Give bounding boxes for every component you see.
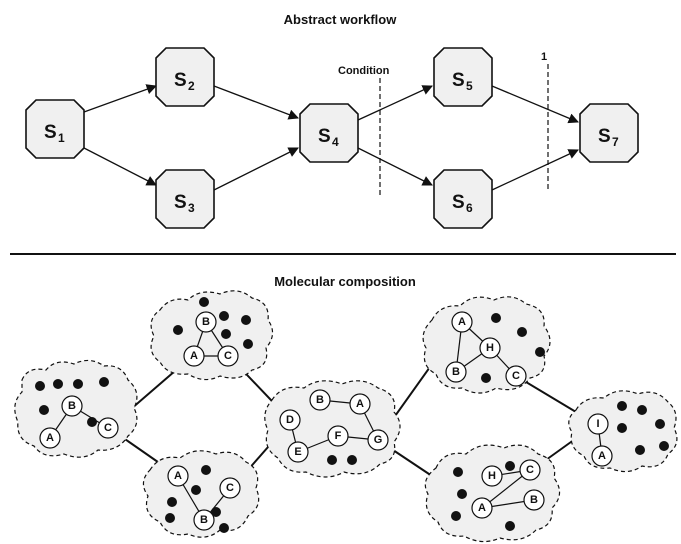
state-letter: S — [452, 192, 465, 213]
svg-text:F: F — [335, 430, 342, 442]
state-s7: S 7 — [579, 103, 639, 163]
atom: A — [167, 465, 189, 487]
atom: B — [523, 489, 545, 511]
edge-s2-s4 — [213, 85, 299, 120]
svg-text:D: D — [286, 414, 294, 426]
atom: C — [97, 417, 119, 439]
state-s2: S 2 — [155, 47, 215, 107]
abstract-workflow-title: Abstract workflow — [284, 12, 398, 27]
svg-text:A: A — [174, 470, 182, 482]
molecular-composition-title: Molecular composition — [274, 274, 416, 289]
atom: A — [451, 311, 473, 333]
atom: E — [287, 441, 309, 463]
edge-s4-s6 — [357, 147, 433, 186]
edge-s3-s4 — [213, 147, 299, 191]
svg-text:C: C — [512, 370, 520, 382]
atom: C — [505, 365, 527, 387]
state-letter: S — [452, 70, 465, 91]
svg-text:A: A — [458, 316, 466, 328]
svg-text:H: H — [486, 342, 494, 354]
svg-text:H: H — [488, 470, 496, 482]
svg-text:C: C — [224, 350, 232, 362]
svg-text:A: A — [46, 432, 54, 444]
atom: B — [61, 395, 83, 417]
cluster-5: A H B C — [422, 296, 551, 394]
atom: H — [481, 465, 503, 487]
svg-text:A: A — [356, 398, 364, 410]
atom: A — [471, 497, 493, 519]
atom: B — [195, 311, 217, 333]
svg-text:C: C — [104, 422, 112, 434]
cluster-2: B C A — [150, 290, 274, 381]
atom: I — [587, 413, 609, 435]
atom: F — [327, 425, 349, 447]
atom: H — [479, 337, 501, 359]
edge-s4-s5 — [357, 85, 433, 121]
svg-text:I: I — [596, 418, 599, 430]
svg-text:B: B — [316, 394, 324, 406]
atom: B — [445, 361, 467, 383]
state-s4: S 4 — [299, 103, 359, 163]
cluster-7: I A — [568, 390, 678, 473]
workflow-edges — [83, 84, 579, 191]
svg-text:A: A — [190, 350, 198, 362]
marker-label: 1 — [541, 51, 547, 63]
edge-s5-s7 — [491, 85, 579, 124]
svg-text:C: C — [226, 482, 234, 494]
atom: G — [367, 429, 389, 451]
atom: A — [183, 345, 205, 367]
state-subscript: 1 — [58, 131, 65, 145]
state-subscript: 7 — [612, 135, 619, 149]
state-subscript: 6 — [466, 201, 473, 215]
state-letter: S — [44, 122, 57, 143]
svg-text:B: B — [68, 400, 76, 412]
cluster-4: B A D F E G — [264, 380, 401, 478]
svg-text:B: B — [452, 366, 460, 378]
state-s6: S 6 — [433, 169, 493, 229]
svg-text:C: C — [526, 464, 534, 476]
atom: C — [217, 345, 239, 367]
state-letter: S — [174, 192, 187, 213]
state-s3: S 3 — [155, 169, 215, 229]
svg-text:A: A — [598, 450, 606, 462]
state-s5: S 5 — [433, 47, 493, 107]
svg-text:B: B — [200, 514, 208, 526]
state-letter: S — [318, 126, 331, 147]
atom: B — [193, 509, 215, 531]
svg-text:E: E — [294, 446, 301, 458]
svg-text:G: G — [374, 434, 383, 446]
svg-text:B: B — [530, 494, 538, 506]
edge-s1-s3 — [83, 147, 157, 186]
state-subscript: 4 — [332, 135, 339, 149]
condition-label: Condition — [338, 65, 390, 77]
edge-s6-s7 — [491, 149, 579, 191]
atom: D — [279, 409, 301, 431]
cluster-6: H C A B — [424, 444, 561, 543]
atom: B — [309, 389, 331, 411]
svg-text:A: A — [478, 502, 486, 514]
cluster-3: A C B — [142, 450, 260, 538]
edge-s1-s2 — [83, 84, 157, 113]
atom: A — [39, 427, 61, 449]
atom: C — [519, 459, 541, 481]
atom: A — [591, 445, 613, 467]
state-letter: S — [598, 126, 611, 147]
state-s1: S 1 — [25, 99, 85, 159]
atom: A — [349, 393, 371, 415]
atom: C — [219, 477, 241, 499]
state-subscript: 2 — [188, 79, 195, 93]
state-subscript: 5 — [466, 79, 473, 93]
cluster-1: B A C — [14, 359, 138, 458]
svg-text:B: B — [202, 316, 210, 328]
state-subscript: 3 — [188, 201, 195, 215]
state-letter: S — [174, 70, 187, 91]
